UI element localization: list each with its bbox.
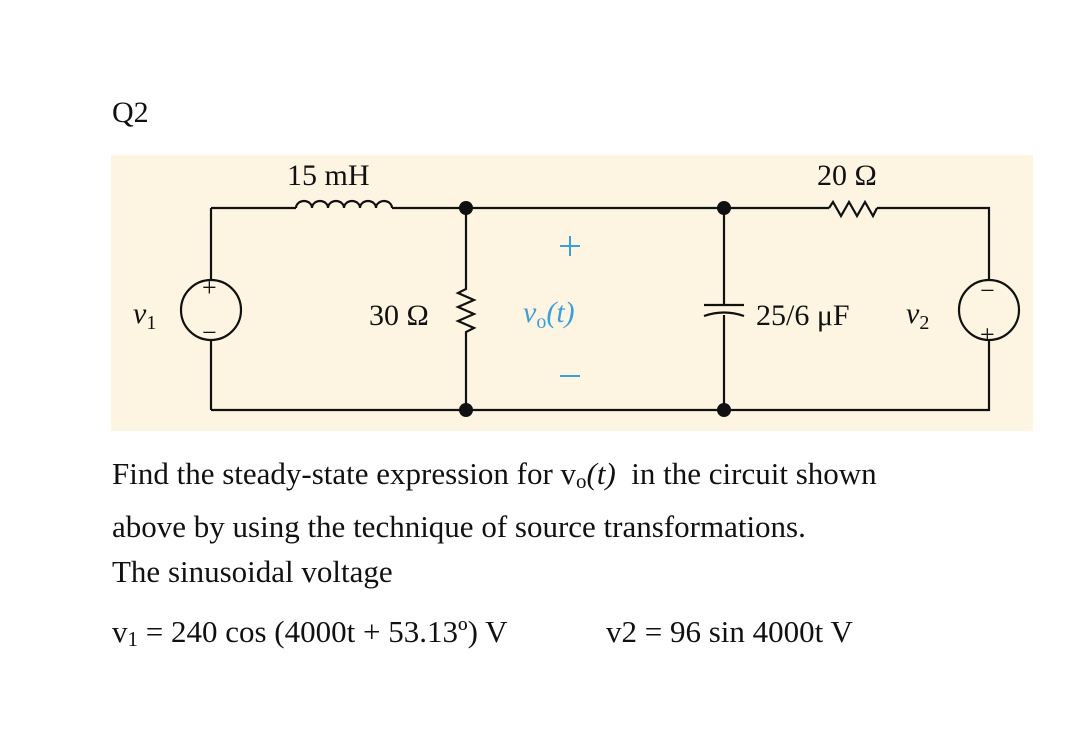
source-left-circle: [179, 278, 243, 342]
equation-v2: v2 = 96 sin 4000t V: [606, 614, 853, 649]
source-left-minus: −: [202, 318, 217, 347]
question-label: Q2: [112, 96, 149, 129]
equation-v1: v1 = 240 cos (4000t + 53.13º) V: [112, 614, 508, 651]
resistor-mid-label: 30 Ω: [369, 299, 429, 332]
problem-vo-subscript: o: [576, 469, 587, 493]
source-right-label: v2: [906, 297, 930, 335]
circuit-diagram: 15 mH 20 Ω 30 Ω 25/6 μF v1 + − v2 − + vo…: [111, 155, 1033, 431]
output-voltage-label: vo(t): [523, 296, 575, 334]
inductor-symbol: [294, 199, 394, 209]
node-bottom-right: [717, 403, 731, 417]
inductor-label: 15 mH: [287, 159, 370, 192]
problem-statement: Find the steady-state expression for vo(…: [112, 451, 1012, 549]
problem-line1-end: in the circuit shown: [615, 456, 877, 491]
resistor-top-label: 20 Ω: [817, 159, 877, 192]
circuit-schematic: [179, 199, 1021, 417]
problem-line2-text: above by using the technique of source t…: [112, 509, 806, 544]
source-right-minus: −: [980, 276, 995, 305]
wire-top-right: [877, 206, 991, 280]
capacitor-plate-bottom: [703, 311, 745, 318]
wire-bottom: [211, 340, 991, 412]
source-right-plus: +: [980, 320, 995, 349]
problem-vo-arg: (t): [586, 456, 616, 491]
source-left-label: v1: [133, 297, 157, 335]
node-bottom-left: [459, 403, 473, 417]
node-top-right: [717, 201, 731, 215]
problem-line1-text: Find the steady-state expression for v: [112, 456, 577, 491]
capacitor-label: 25/6 μF: [756, 299, 850, 332]
resistor-mid-symbol: [455, 208, 477, 410]
vo-plus-mark: [560, 236, 580, 256]
node-top-left: [459, 201, 473, 215]
source-left-plus: +: [202, 273, 217, 302]
resistor-top-symbol: [828, 199, 878, 219]
source-right-circle: [957, 278, 1021, 342]
subheading: The sinusoidal voltage: [112, 554, 393, 589]
